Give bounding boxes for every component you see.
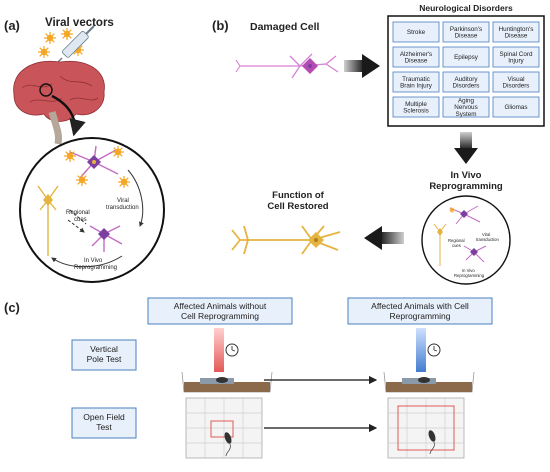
restored-neuron-icon [231,225,341,255]
disorder-box [442,21,490,43]
disorder-box [392,21,440,43]
disorder-box [392,46,440,68]
pole-test-with-scene [383,328,475,393]
damaged-to-disorders-arrow [344,60,364,72]
disorder-box [492,46,540,68]
disorder-label: Epilepsy [454,54,479,61]
disorder-box [492,96,540,118]
invivo-to-function-arrow [380,232,404,244]
neurological-disorders-box: Neurological Disorders Stroke Parkinson's… [387,3,545,127]
damaged-neuron-icon [235,53,339,79]
brain-icon [13,60,105,145]
disorder-box [492,21,540,43]
viral-vectors-title: Viral vectors [45,17,114,29]
panel-a-label: (a) [4,18,20,33]
disorders-to-invivo-arrow [460,132,472,150]
disorder-label: Stroke [407,29,426,36]
open-field-with-scene [387,397,465,459]
disorder-box [492,71,540,93]
disorder-box [392,71,440,93]
pole-test-without-scene [181,328,273,393]
panel-c-label: (c) [4,300,20,315]
disorders-title: Neurological Disorders [419,3,513,13]
damaged-cell-title: Damaged Cell [250,21,320,33]
disorder-box [442,46,490,68]
disorder-box [442,71,490,93]
converting-neuron-icon [89,225,123,252]
yellow-neuron-icon [37,185,59,256]
panel-b-label: (b) [212,18,229,33]
zoom-arrow [51,94,86,137]
open-field-without-scene [185,397,263,459]
disorder-box [442,96,490,118]
purple-neuron-icon [69,145,119,179]
disorder-label: Gliomas [504,104,527,111]
disorder-box [392,96,440,118]
